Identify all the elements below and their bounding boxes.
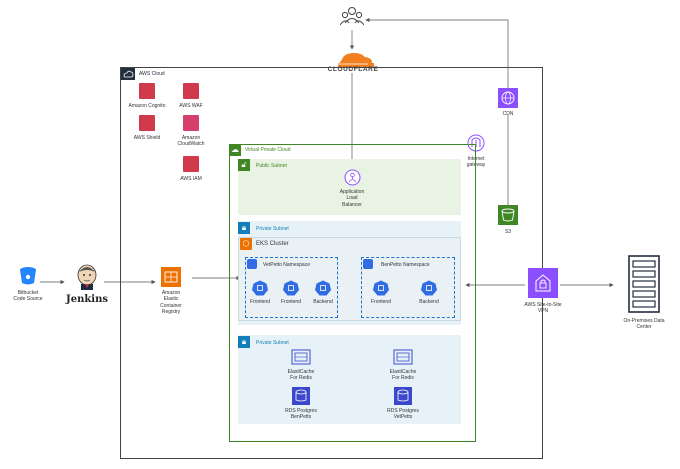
cognito-label: Amazon Cognito [128,103,166,109]
internet-gateway-label: Internet gateway [466,156,486,169]
private-subnet-2-group [238,335,461,424]
s3-icon [498,205,518,225]
users-icon [340,6,364,28]
shield-icon [139,115,155,131]
namespace-vetpetto-label: VetPetto Namespace [263,262,310,268]
iam-label: AWS IAM [180,176,202,182]
eks-icon: ⬡ [240,238,252,250]
elasticache-1-label: ElastiCache For Redis [287,369,315,382]
cloudflare-label: CLOUDFLARE [327,66,379,73]
shield-label: AWS Shield [133,135,161,141]
private-subnet-1-lock-icon: 🔒︎ [238,222,250,234]
pod-ben-frontend-icon [373,280,389,296]
namespace-benpetto [361,257,455,318]
bitbucket-icon [18,266,38,286]
elasticache-2-label: ElastiCache For Redis [389,369,417,382]
cdn-label: CDN [502,111,514,117]
elasticache-2-icon [393,349,413,365]
rds-benpetts-icon [292,387,310,405]
public-subnet-lock-icon: 🔓︎ [238,159,250,171]
pod-ben-backend-icon [421,280,437,296]
bitbucket-label: Bitbucket Code Source [13,290,43,303]
cloudflare-logo: CLOUDFLARE [324,50,382,76]
ecr-label: Amazon Elastic Container Registry [160,290,182,315]
internet-gateway-icon [467,134,485,152]
pod-vet-backend-label: Backend [313,299,333,305]
alb-label: Application Load Balancer [339,189,365,208]
waf-icon [183,83,199,99]
vpc-group [229,144,476,442]
rds-vetpetts-icon [394,387,412,405]
pod-ben-backend-label: Backend [419,299,439,305]
cdn-icon [498,88,518,108]
iam-icon [183,156,199,172]
pod-vet-frontend-2-icon [283,280,299,296]
aws-cloud-icon [121,68,135,80]
pod-vet-frontend-1-icon [252,280,268,296]
private-subnet-2-lock-icon: 🔒︎ [238,336,250,348]
cloudwatch-label: Amazon CloudWatch [177,135,205,148]
pod-vet-frontend-1-label: Frontend [249,299,270,305]
eks-label: EKS Cluster [256,241,289,247]
namespace-vetpetto-icon [247,259,257,269]
public-subnet-group [238,159,461,215]
load-balancer-icon [344,169,361,186]
cognito-icon [139,83,155,99]
cloudwatch-icon [183,115,199,131]
pod-vet-backend-icon [315,280,331,296]
namespace-vetpetto [245,257,338,318]
jenkins-icon [76,264,98,290]
server-rack-icon [628,255,660,313]
elasticache-1-icon [291,349,311,365]
vpc-label: Virtual Private Cloud [245,147,291,153]
vpc-icon: ☁ [229,144,241,156]
s3-label: S3 [504,229,512,235]
pod-vet-frontend-2-label: Frontend [280,299,301,305]
ecr-icon [161,267,181,287]
jenkins-label: Jenkins [66,294,108,305]
namespace-benpetto-label: BenPetto Namespace [381,262,430,268]
pod-ben-frontend-label: Frontend [370,299,391,305]
aws-cloud-label: AWS Cloud [139,71,165,77]
on-prem-label: On-Premises Data Center [623,318,665,331]
private-subnet-1-label: Private Subnet [256,226,289,232]
private-subnet-2-label: Private Subnet [256,340,289,346]
aws-cloud-group [120,67,543,459]
vpn-icon [528,268,558,298]
vpn-label: AWS Site-to-Site VPN [524,302,562,315]
edge-cdn-users [365,17,509,88]
waf-label: AWS WAF [179,103,203,109]
rds-vetpetts-label: RDS Postgres VetPetts [387,408,419,421]
namespace-benpetto-icon [363,259,373,269]
public-subnet-label: Public Subnet [256,163,287,169]
rds-benpetts-label: RDS Postgres BenPetts [285,408,317,421]
eks-cluster-group [238,237,461,321]
